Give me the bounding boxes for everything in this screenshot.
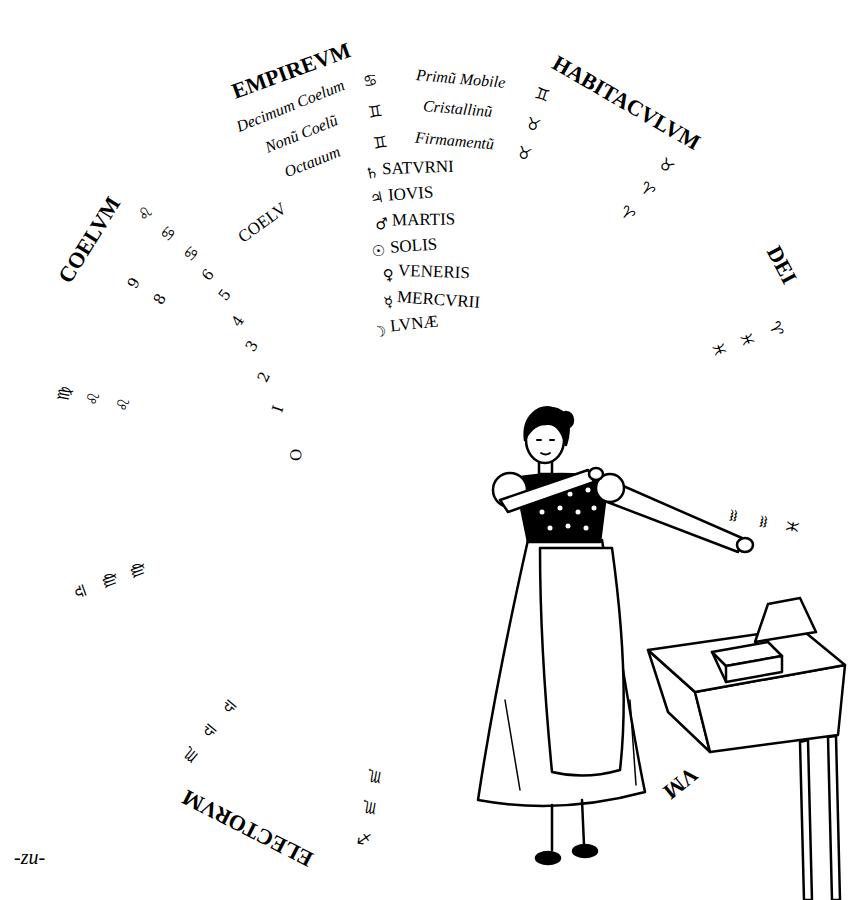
- outer-inscription: HABITACVLVM: [548, 50, 705, 156]
- sphere-band: ♃IOVIS 5 ♂MARTIS 4 ☉SOLIS 3 ♀VENERIS 2 ☿MERCVRII…: [158, 180, 698, 741]
- sphere-name: Cristallinũ: [422, 97, 493, 121]
- ring-outline: [283, 309, 573, 610]
- zodiac-sign: ♉: [654, 154, 677, 178]
- zodiac-sign: ♈: [764, 319, 787, 339]
- sphere-number: 4: [227, 312, 247, 330]
- zodiac-sign: ♎: [198, 719, 221, 743]
- zodiac-sign: ♏: [366, 766, 383, 787]
- zodiac-sign: ♈: [616, 202, 639, 226]
- zodiac-sign: ♊: [366, 101, 383, 122]
- planet-name: VENERIS: [398, 261, 470, 283]
- zodiac-sign: ♒: [752, 513, 773, 530]
- zodiac-sign: ♈: [635, 178, 658, 202]
- zodiac-sign: ♎: [69, 581, 92, 601]
- sphere-name: Octauum: [281, 143, 342, 182]
- sphere-band: ♀VENERIS 2 ☿MERCVRII I ☽LVNÆ O: [233, 257, 623, 662]
- zodiac-sign: ♒: [723, 507, 744, 524]
- sphere-number: 6: [198, 266, 218, 285]
- planet-name: SATVRNI: [382, 157, 454, 179]
- sphere-number: 2: [254, 369, 274, 385]
- zodiac-sign: ♓: [736, 329, 759, 349]
- sphere-number: 5: [215, 286, 235, 305]
- planet-name: SOLIS: [389, 234, 438, 257]
- sphere-number: I: [269, 404, 288, 415]
- zodiac-sign: ♍: [53, 385, 74, 402]
- ring-outline: [43, 60, 813, 860]
- outer-inscription: COELVM: [52, 192, 125, 288]
- planet-name: COELV: [234, 199, 290, 248]
- ring-outline: [183, 206, 673, 715]
- sphere-band: ☽LVNÆ O: [283, 309, 573, 610]
- zodiac-sign: ♌: [112, 395, 133, 412]
- zodiac-sign: ♉: [514, 143, 534, 166]
- sphere-band: COELVMEMPIREVMHABITACVLVMDEIVMELECTORVMD…: [11, 27, 845, 893]
- zodiac-sign: ♓: [782, 518, 803, 535]
- sphere-band: 6 COELV ♄SATVRNI ♃IOVIS 5 ♂MARTIS 4 ☉SOLIS 3 ♀VEN…: [133, 154, 723, 767]
- sphere-number: O: [287, 449, 305, 462]
- planet-symbol: ♂: [373, 213, 390, 233]
- planet-name: MARTIS: [392, 209, 456, 230]
- zodiac-sign: ♋: [362, 70, 379, 91]
- sphere-band: ☿MERCVRII I ☽LVNÆ O: [258, 283, 598, 636]
- zodiac-sign: ♌: [133, 201, 157, 224]
- planet-symbol: ☉: [371, 240, 388, 261]
- zodiac-sign: ♍: [97, 571, 120, 591]
- ring-outline: [258, 283, 598, 636]
- planet-symbol: ♄: [363, 163, 380, 183]
- sphere-number: 3: [242, 337, 262, 355]
- sphere-number: 8: [149, 290, 169, 307]
- signature: -zu-: [14, 846, 45, 869]
- planet-symbol: ☿: [382, 292, 395, 312]
- zodiac-sign: ♍: [126, 560, 149, 580]
- sphere-number: 9: [123, 275, 143, 292]
- planet-name: IOVIS: [387, 182, 434, 205]
- sphere-band: ♂MARTIS4☉SOLIS3♀VENERIS2☿MERCVRIII☽LVNÆO: [183, 206, 673, 715]
- outer-inscription: VM: [658, 762, 703, 805]
- zodiac-sign: ♓: [708, 340, 731, 360]
- planet-symbol: ♀: [381, 265, 396, 285]
- zodiac-sign: ♊: [371, 132, 388, 153]
- sphere-name: Firmamentũ: [415, 128, 495, 153]
- sphere-band: ☉SOLIS3♀VENERIS2☿MERCVRIII☽LVNÆO: [208, 232, 648, 689]
- sphere-band: Octauum♊Firmamentũ♉♈♓♒♏♎♍♌♋86COELV♄SATVR…: [103, 123, 753, 798]
- zodiac-sign: ♊: [533, 83, 553, 106]
- zodiac-sign: ♐: [355, 828, 372, 849]
- planet-symbol: ☽: [370, 321, 389, 343]
- sphere-band: Nonũ Coelũ♊Cristallinũ♉♈♓♒♏♎♍♌♋9Octauum♊…: [73, 91, 783, 828]
- outer-inscription: DEI: [761, 241, 802, 288]
- zodiac-sign: ♉: [523, 113, 543, 136]
- sphere-name: Primũ Mobile: [415, 66, 506, 92]
- zodiac-sign: ♋: [156, 221, 180, 244]
- planet-symbol: ♃: [368, 188, 385, 208]
- zodiac-sign: ♋: [179, 241, 203, 264]
- zodiac-sign: ♌: [83, 390, 104, 407]
- planet-name: MERCVRII: [397, 287, 481, 313]
- zodiac-sign: ♏: [360, 797, 377, 818]
- sphere-band: Decimum Coelum♋Primũ Mobile♊♉♈♓♐♏♎♍♌Nonũ…: [43, 60, 813, 860]
- planet-name: LVNÆ: [389, 312, 439, 337]
- outer-inscription: ELECTORVM: [178, 784, 317, 872]
- zodiac-sign: ♎: [217, 695, 240, 719]
- zodiac-sign: ♏: [179, 742, 202, 766]
